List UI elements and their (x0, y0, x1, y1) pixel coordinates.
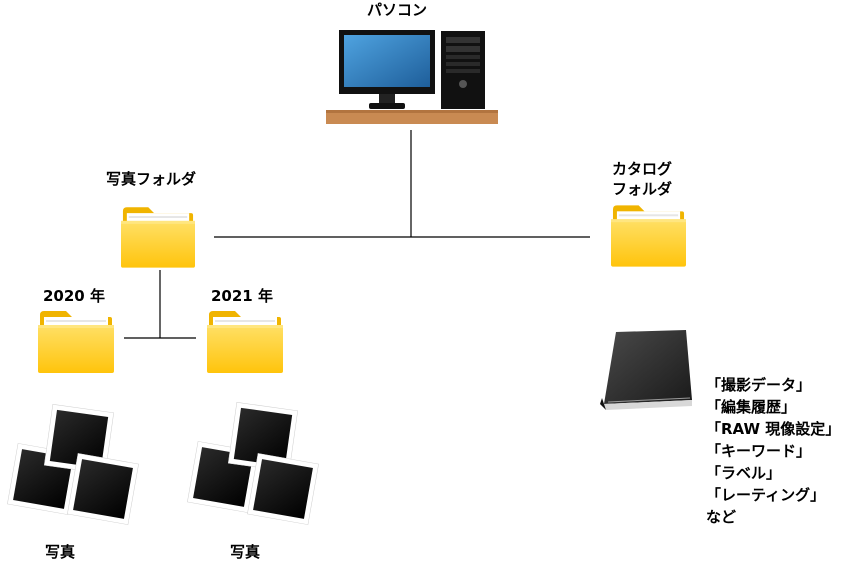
connector-lines (124, 130, 590, 339)
folder-2020-label: 2020 年 (43, 287, 105, 305)
catalog-book-icon (600, 330, 692, 410)
photo-folder-icon[interactable] (121, 207, 195, 268)
folder-2021-icon[interactable] (207, 311, 283, 373)
photo-stack-2021-icon (187, 401, 319, 525)
photo-folder-label: 写真フォルダ (106, 170, 197, 188)
photos-label-2021: 写真 (230, 543, 261, 561)
catalog-item: 「編集履歴」 (706, 398, 797, 416)
catalog-contents-list: 「撮影データ」 「編集履歴」 「RAW 現像設定」 「キーワード」 「ラベル」 … (706, 374, 840, 528)
catalog-item: 「レーティング」 (706, 486, 826, 504)
catalog-item: 「撮影データ」 (706, 376, 812, 394)
photos-label-2020: 写真 (45, 543, 76, 561)
catalog-item: 「キーワード」 (706, 442, 812, 460)
computer-label: パソコン (367, 1, 428, 19)
catalog-folder-label-line2: フォルダ (612, 180, 673, 198)
folder-2020-icon[interactable] (38, 311, 114, 373)
catalog-item: など (706, 508, 737, 526)
catalog-folder-label-line1: カタログ (612, 160, 673, 178)
photo-stack-2020-icon (7, 403, 139, 525)
folder-2021-label: 2021 年 (211, 287, 273, 305)
catalog-folder-icon[interactable] (611, 205, 686, 267)
catalog-item: 「RAW 現像設定」 (706, 420, 841, 438)
catalog-item: 「ラベル」 (706, 464, 782, 482)
computer-icon (326, 30, 498, 124)
